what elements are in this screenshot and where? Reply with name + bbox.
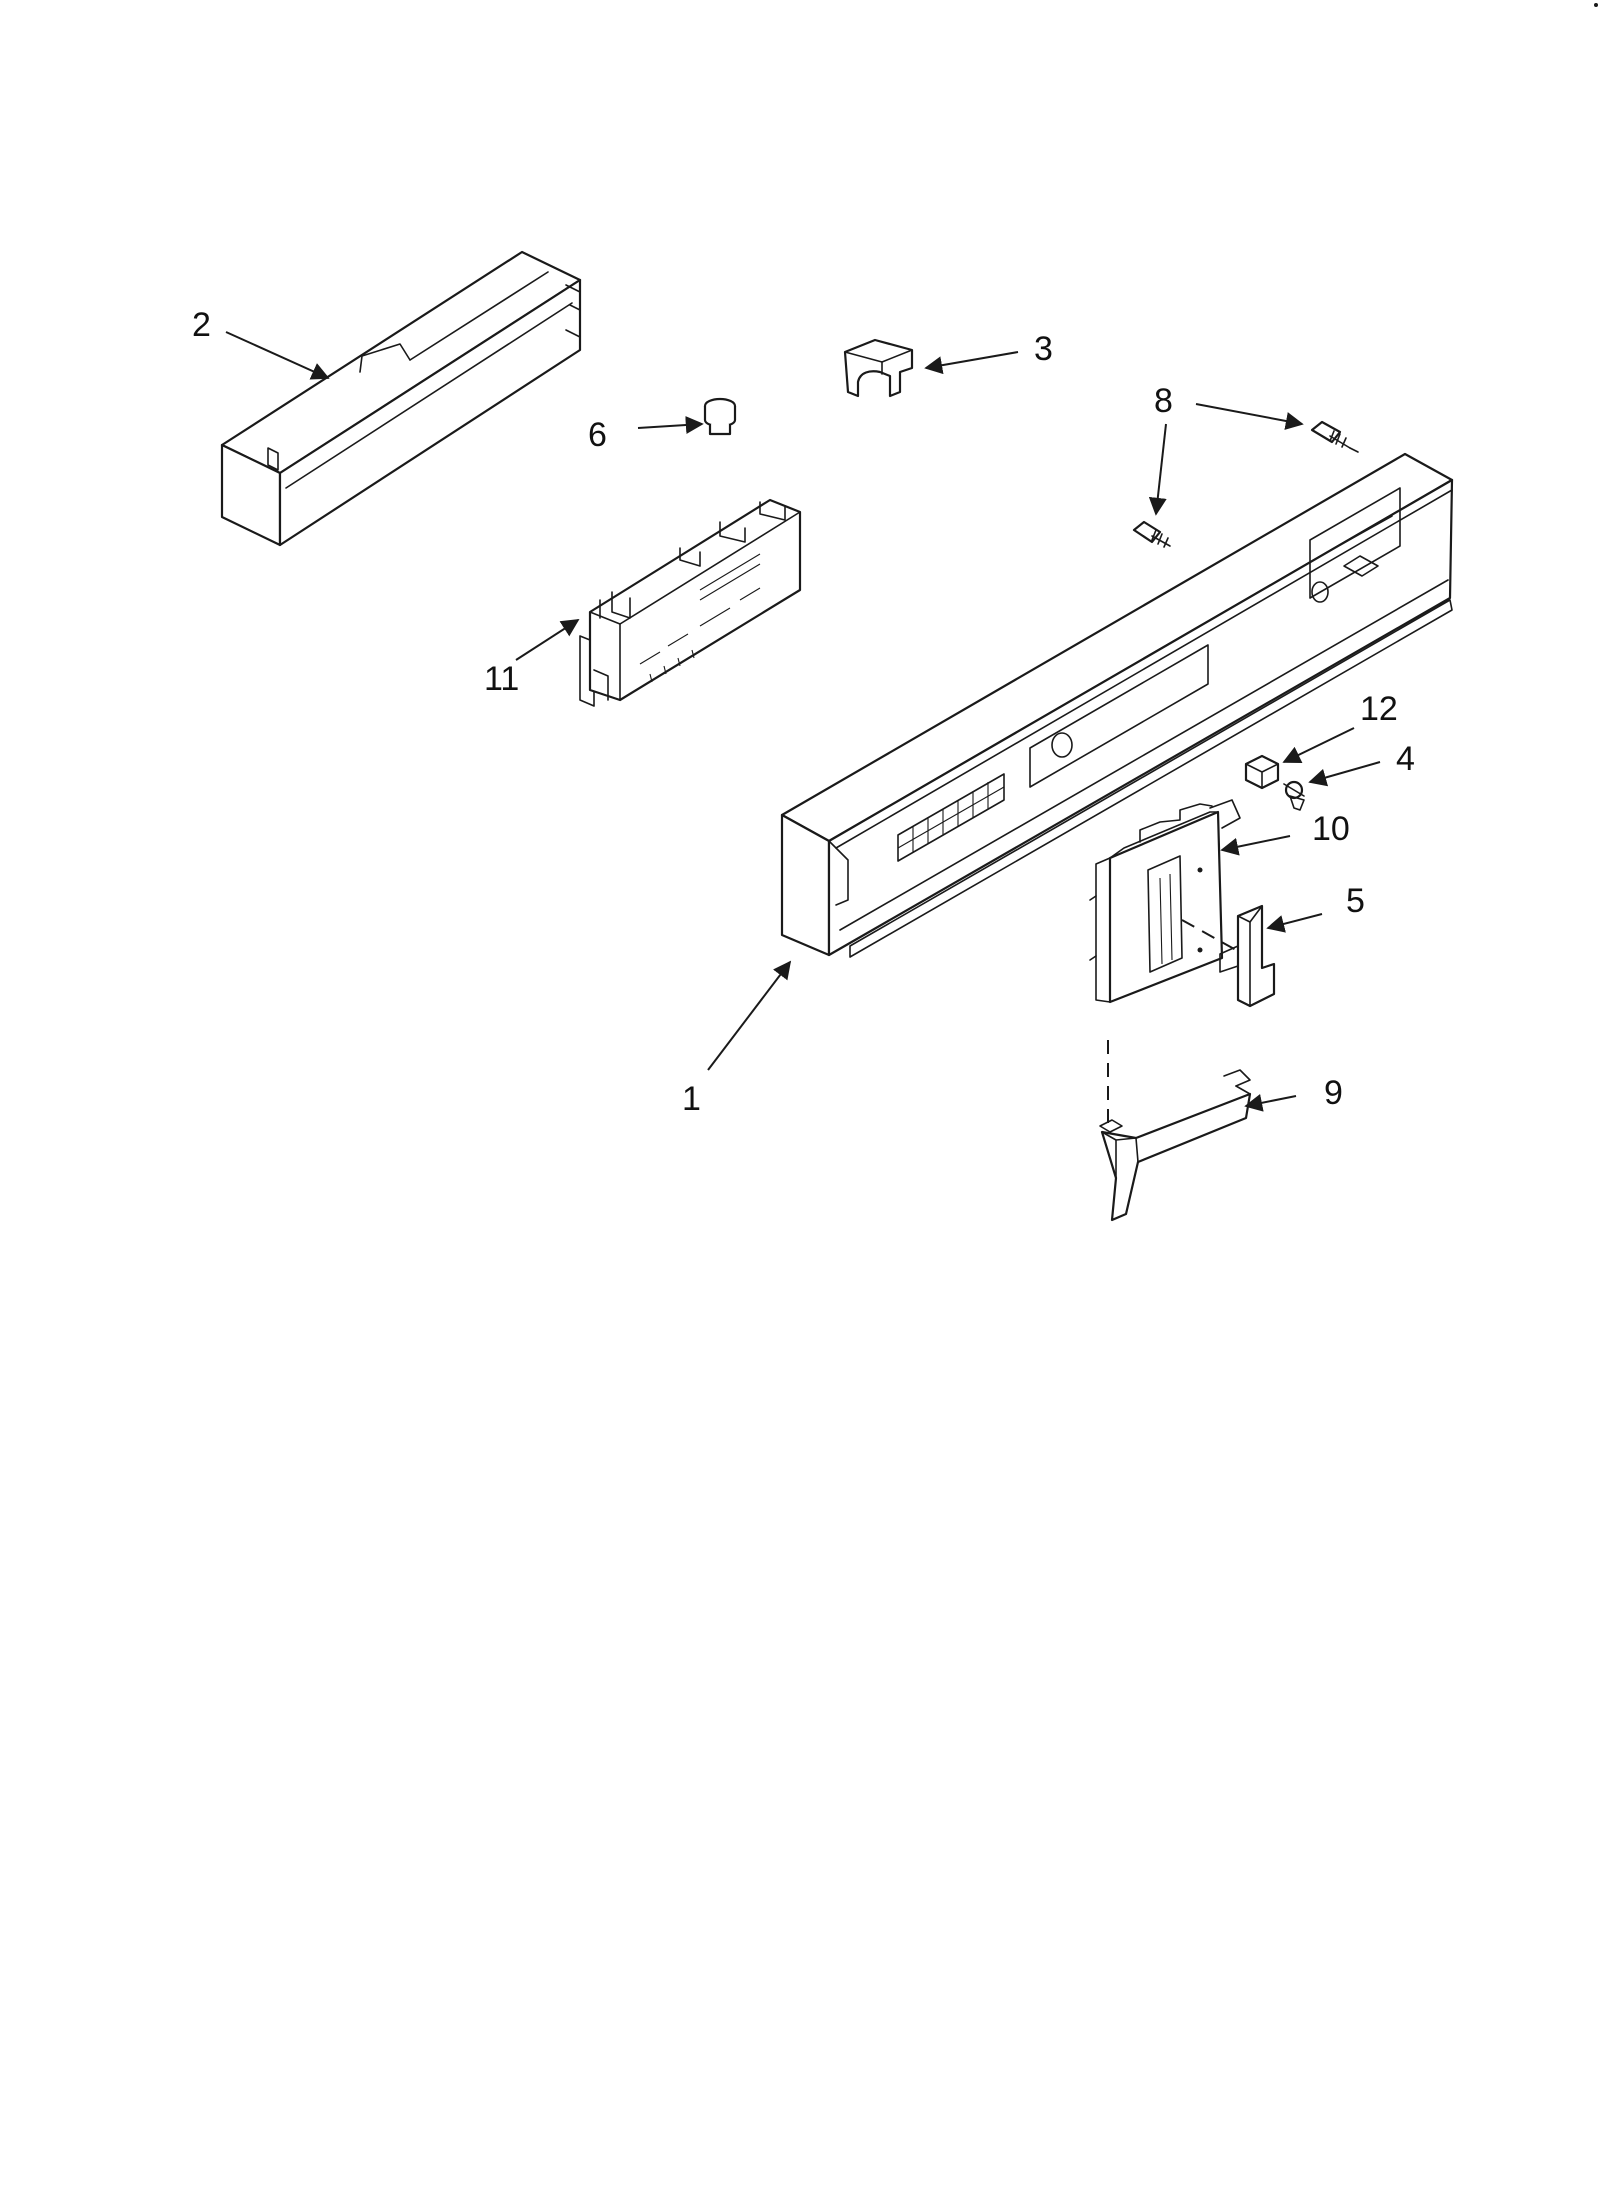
part-12-switch	[1244, 754, 1280, 790]
part-1-control-panel	[780, 452, 1454, 958]
part-11-control-board	[579, 498, 802, 707]
callout-12: 12	[1360, 690, 1398, 728]
callout-1: 1	[682, 1080, 701, 1118]
leader-11	[515, 619, 580, 661]
callout-3: 3	[1034, 330, 1053, 368]
leader-8a	[1195, 403, 1304, 430]
callout-2: 2	[192, 306, 211, 344]
leader-10	[1220, 835, 1291, 856]
assembly-guide-line-upper	[1181, 919, 1237, 951]
leader-arrows	[225, 331, 1381, 1112]
leader-6	[637, 416, 704, 434]
part-3-clip	[843, 338, 914, 398]
callout-10: 10	[1312, 810, 1350, 848]
leader-3	[924, 351, 1019, 375]
callout-5: 5	[1346, 882, 1365, 920]
part-8-screw-upper	[1310, 420, 1359, 453]
callout-9: 9	[1324, 1074, 1343, 1112]
leader-2	[225, 331, 330, 380]
part-4-screw	[1283, 780, 1305, 811]
callout-8: 8	[1154, 382, 1173, 420]
callout-6: 6	[588, 416, 607, 454]
leader-12	[1282, 727, 1355, 764]
callout-11: 11	[484, 660, 519, 698]
part-6-button	[703, 397, 737, 436]
part-8-screw-lower	[1132, 520, 1171, 548]
leader-1	[707, 960, 792, 1071]
callout-4: 4	[1396, 740, 1415, 778]
corner-mark	[1594, 3, 1598, 7]
leader-9	[1244, 1093, 1297, 1112]
part-10-bracket	[1089, 799, 1241, 1004]
leader-8b	[1148, 423, 1167, 516]
part-2-duct-cover	[220, 250, 582, 547]
leader-5	[1266, 913, 1323, 933]
part-9-handle	[1099, 1069, 1252, 1222]
leader-4	[1308, 761, 1381, 787]
part-5-latch	[1219, 904, 1276, 1008]
